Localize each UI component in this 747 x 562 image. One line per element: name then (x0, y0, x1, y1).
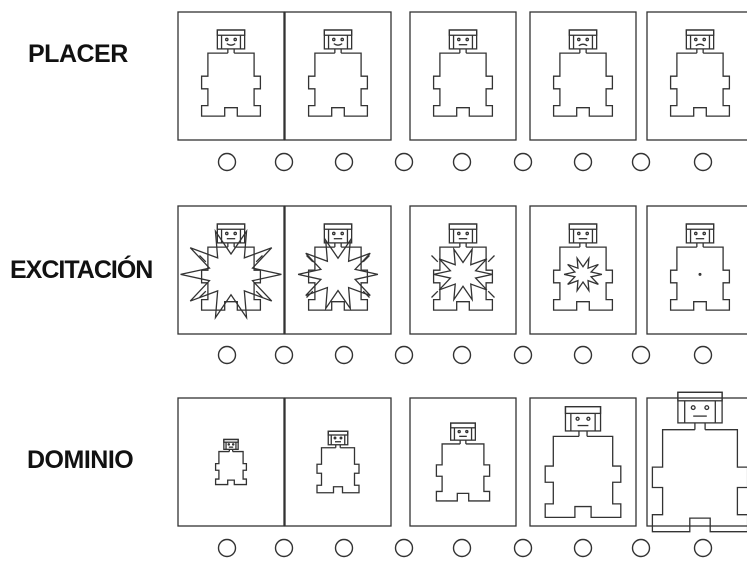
dominio-picture-5 (647, 392, 747, 531)
placer-rating-option-5[interactable] (454, 154, 471, 171)
placer-picture-1 (178, 12, 284, 140)
placer-rating-option-3[interactable] (336, 154, 353, 171)
placer-rating-option-8[interactable] (633, 154, 650, 171)
placer-rating-option-9[interactable] (695, 154, 712, 171)
placer-rating-option-1[interactable] (219, 154, 236, 171)
dominio-scale-row (178, 392, 747, 556)
placer-picture-5 (647, 12, 747, 140)
excitacion-rating-option-3[interactable] (336, 347, 353, 364)
placer-picture-4 (530, 12, 636, 140)
dominio-picture-1 (178, 398, 284, 526)
placer-picture-2 (285, 12, 391, 140)
excitacion-picture-4 (530, 206, 636, 334)
dominio-rating-option-6[interactable] (515, 540, 532, 557)
excitacion-picture-5 (647, 206, 747, 334)
placer-picture-3 (410, 12, 516, 140)
excitacion-rating-option-7[interactable] (575, 347, 592, 364)
excitacion-rating-option-6[interactable] (515, 347, 532, 364)
dominio-picture-2 (285, 398, 391, 526)
excitacion-rating-option-2[interactable] (276, 347, 293, 364)
dominio-rating-option-1[interactable] (219, 540, 236, 557)
dominio-rating-option-7[interactable] (575, 540, 592, 557)
excitacion-rating-option-9[interactable] (695, 347, 712, 364)
excitacion-picture-1 (178, 206, 284, 334)
excitacion-scale-row (178, 206, 747, 364)
placer-rating-option-4[interactable] (396, 154, 413, 171)
dominio-rating-option-9[interactable] (695, 540, 712, 557)
excitacion-picture-2 (285, 206, 391, 334)
excitacion-rating-option-1[interactable] (219, 347, 236, 364)
dominio-rating-option-5[interactable] (454, 540, 471, 557)
dominio-rating-option-4[interactable] (396, 540, 413, 557)
placer-rating-option-6[interactable] (515, 154, 532, 171)
placer-scale-row (178, 12, 747, 171)
excitacion-rating-option-5[interactable] (454, 347, 471, 364)
excitacion-rating-option-4[interactable] (396, 347, 413, 364)
dominio-rating-option-2[interactable] (276, 540, 293, 557)
placer-rating-option-7[interactable] (575, 154, 592, 171)
dominio-rating-option-3[interactable] (336, 540, 353, 557)
dominio-picture-3 (410, 398, 516, 526)
placer-rating-option-2[interactable] (276, 154, 293, 171)
dominio-rating-option-8[interactable] (633, 540, 650, 557)
dominio-picture-4 (530, 398, 636, 526)
excitacion-picture-3 (410, 206, 516, 334)
excitacion-rating-option-8[interactable] (633, 347, 650, 364)
